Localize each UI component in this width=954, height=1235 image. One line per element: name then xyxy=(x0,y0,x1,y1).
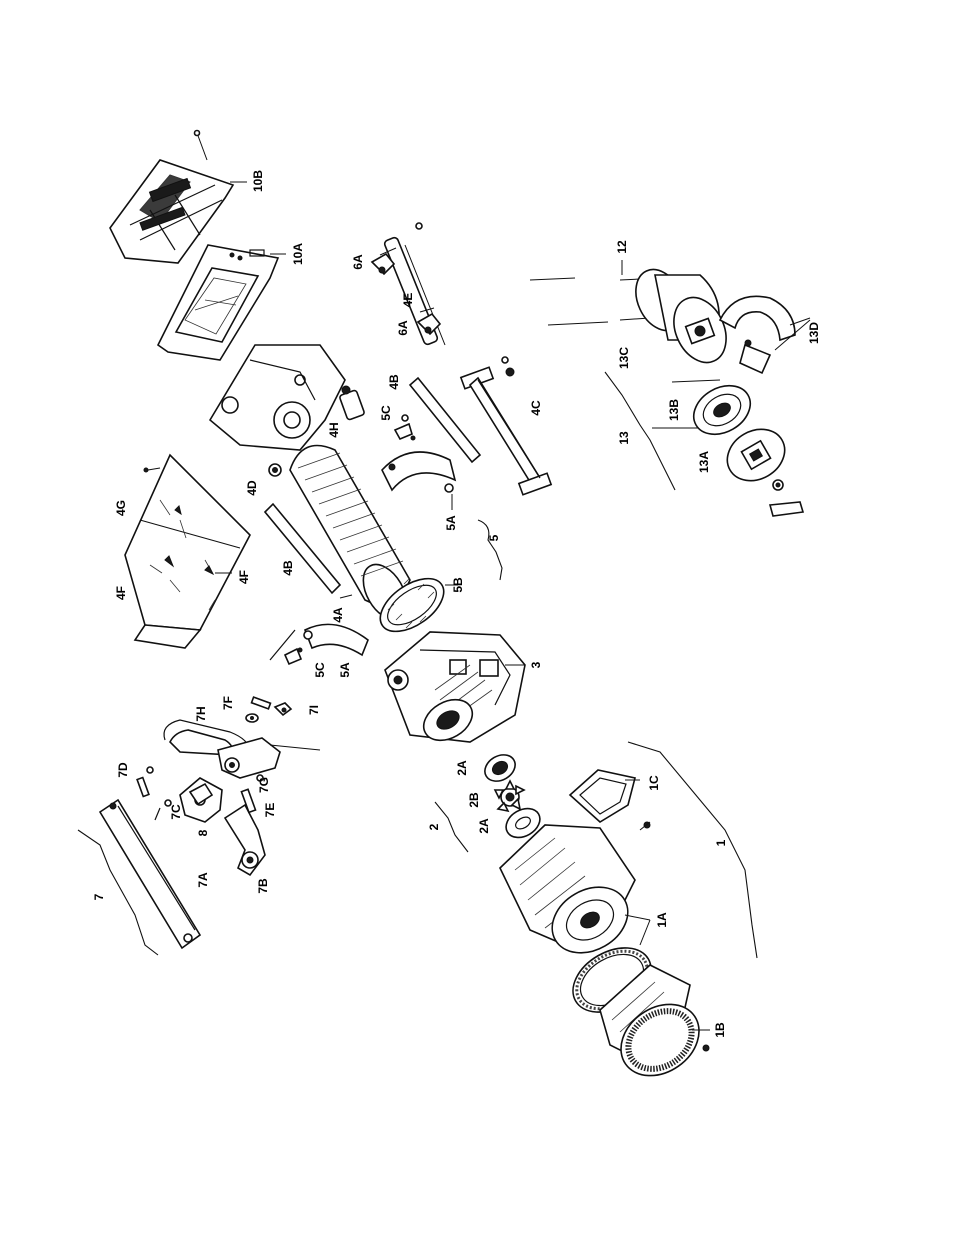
label-1b: 1B xyxy=(713,1022,727,1038)
label-13d: 13D xyxy=(807,322,821,344)
label-3: 3 xyxy=(529,661,543,668)
label-7: 7 xyxy=(92,893,106,900)
label-1: 1 xyxy=(714,839,728,846)
crossbar-4c xyxy=(461,357,551,495)
label-2: 2 xyxy=(427,823,441,830)
label-4g: 4G xyxy=(114,500,128,516)
motor-body xyxy=(500,825,640,966)
part-4h xyxy=(339,386,365,420)
label-4d: 4D xyxy=(245,480,259,496)
label-2b: 2B xyxy=(467,792,481,808)
label-13b: 13B xyxy=(667,399,681,421)
label-5: 5 xyxy=(487,534,501,541)
label-4b-left: 4B xyxy=(281,560,295,576)
label-7c: 7C xyxy=(169,804,183,820)
lever-7g xyxy=(218,738,320,778)
label-7h: 7H xyxy=(194,706,208,721)
label-5b: 5B xyxy=(451,577,465,593)
bracket-8 xyxy=(180,778,222,822)
label-4a: 4A xyxy=(331,607,345,623)
label-7b: 7B xyxy=(256,878,270,894)
rod-4b-right xyxy=(410,378,480,462)
label-13c: 13C xyxy=(617,347,631,369)
drum-13c xyxy=(627,262,737,371)
part-5c-left xyxy=(270,630,302,664)
label-12: 12 xyxy=(615,240,629,254)
label-10b: 10B xyxy=(251,170,265,192)
label-6a-bottom: 6A xyxy=(396,320,410,336)
label-5a-right: 5A xyxy=(444,515,458,531)
spider-2b xyxy=(495,781,524,811)
cover-10b xyxy=(110,131,233,264)
label-1c: 1C xyxy=(647,775,661,791)
cover-1c xyxy=(570,770,650,830)
arm-7b xyxy=(225,805,265,875)
part-7i xyxy=(275,703,291,715)
label-4f-left: 4F xyxy=(114,586,128,600)
label-7d: 7D xyxy=(116,762,130,778)
coupling-2a-top xyxy=(480,750,520,787)
label-7i: 7I xyxy=(307,705,321,715)
label-7a: 7A xyxy=(196,872,210,888)
label-5c-left: 5C xyxy=(313,662,327,678)
part-13d xyxy=(720,296,795,373)
rail-7a xyxy=(100,800,200,948)
label-2a-bottom: 2A xyxy=(477,818,491,834)
band-5a-left xyxy=(304,624,368,655)
label-1a: 1A xyxy=(655,912,669,928)
label-4e: 4E xyxy=(401,293,415,308)
label-4f-right: 4F xyxy=(237,570,251,584)
label-8: 8 xyxy=(196,829,210,836)
label-5c-right: 5C xyxy=(379,405,393,421)
band-5a-right xyxy=(382,452,455,492)
label-7g: 7G xyxy=(257,777,271,793)
label-4h: 4H xyxy=(327,422,341,437)
label-7f: 7F xyxy=(221,696,235,710)
pin-7f xyxy=(246,697,270,722)
gearbox-housing xyxy=(210,345,345,450)
label-7e: 7E xyxy=(263,803,277,818)
label-2a-top: 2A xyxy=(455,760,469,776)
label-10a: 10A xyxy=(291,243,305,265)
label-4b-right: 4B xyxy=(387,374,401,390)
label-13a: 13A xyxy=(697,451,711,473)
label-4c: 4C xyxy=(529,400,543,416)
shield-4f xyxy=(125,455,250,648)
part-5c-right xyxy=(395,415,415,440)
pin-7d xyxy=(137,767,153,796)
label-13: 13 xyxy=(617,431,631,445)
label-6a-top: 6A xyxy=(351,254,365,270)
gear-housing-3 xyxy=(385,632,525,749)
small-parts-13 xyxy=(770,480,803,516)
part-4d xyxy=(269,464,281,476)
label-5a-left: 5A xyxy=(338,662,352,678)
